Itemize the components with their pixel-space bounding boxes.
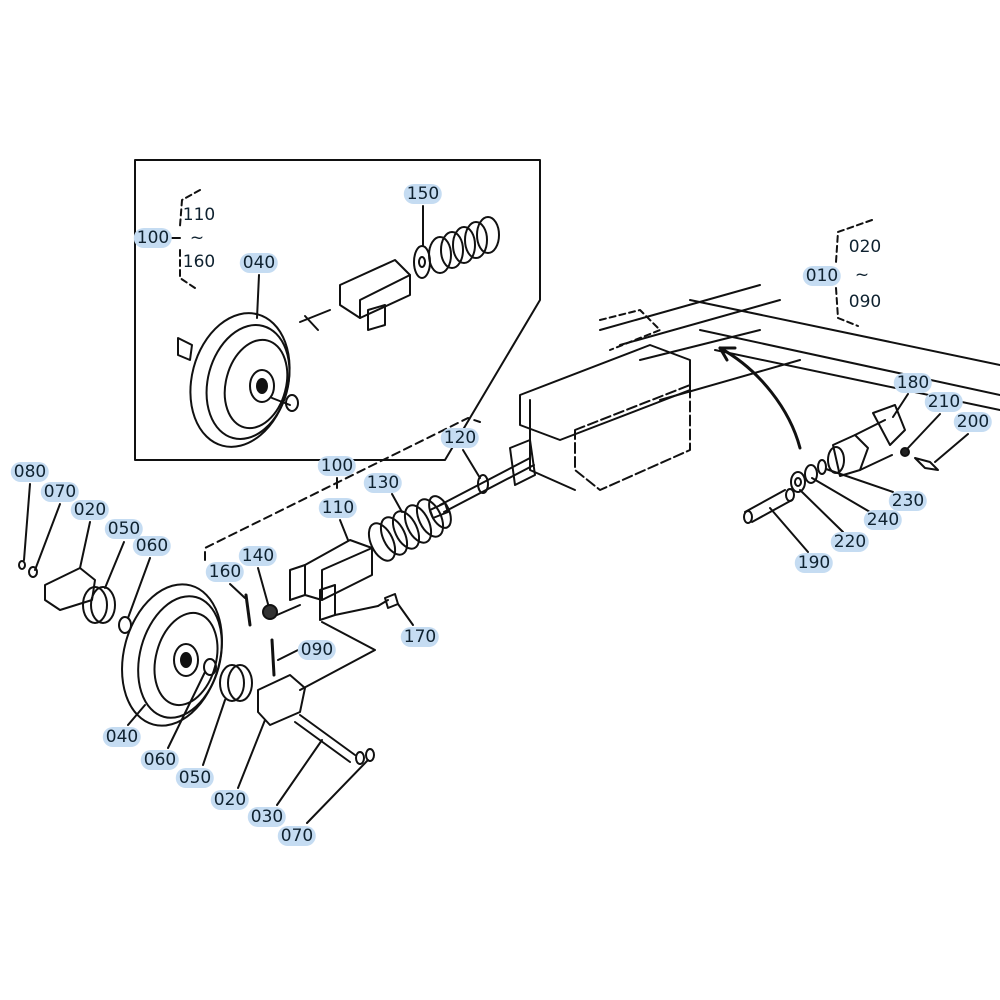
inset-range-tilde: ~ (189, 228, 205, 248)
callout-180[interactable]: 180 (893, 373, 933, 393)
inset-range-start: 110 (182, 205, 216, 225)
idler-wheel (121, 583, 223, 727)
ring-230 (817, 459, 827, 475)
inset-axle-stub (177, 337, 193, 361)
pin-160 (244, 593, 252, 627)
right-range-end: 090 (848, 292, 882, 312)
callout-200[interactable]: 200 (953, 412, 993, 432)
callout-190[interactable]: 190 (794, 553, 834, 573)
callout-090[interactable]: 090 (297, 640, 337, 660)
callout-100[interactable]: 100 (317, 456, 357, 476)
right-bracket-set (203, 658, 375, 765)
callout-070-bottom[interactable]: 070 (277, 826, 317, 846)
callout-040[interactable]: 040 (102, 727, 142, 747)
callout-220[interactable]: 220 (830, 532, 870, 552)
pivot-pin-190 (743, 488, 795, 524)
callout-240[interactable]: 240 (863, 510, 903, 530)
seal-240 (804, 464, 818, 484)
right-range-start: 020 (848, 237, 882, 257)
callout-020-bottom[interactable]: 020 (210, 790, 250, 810)
fitting-210 (900, 447, 910, 457)
assembly-arrow (718, 346, 802, 450)
adjuster-rod (429, 439, 536, 519)
callout-040-inset[interactable]: 040 (239, 253, 279, 273)
callout-150[interactable]: 150 (403, 184, 443, 204)
callout-170[interactable]: 170 (400, 627, 440, 647)
callout-230[interactable]: 230 (888, 491, 928, 511)
callout-120[interactable]: 120 (440, 428, 480, 448)
left-bracket-set (18, 560, 132, 634)
callout-030[interactable]: 030 (247, 807, 287, 827)
recoil-spring (367, 495, 452, 562)
callout-110[interactable]: 110 (318, 498, 358, 518)
right-range-bracket (835, 219, 873, 327)
callout-050-left[interactable]: 050 (104, 519, 144, 539)
nut-140 (262, 604, 278, 620)
callout-010[interactable]: 010 (802, 266, 842, 286)
inset-frame (134, 159, 541, 461)
tension-yoke (289, 539, 373, 621)
callout-140[interactable]: 140 (238, 546, 278, 566)
inset-yoke (299, 259, 411, 331)
track-frame (519, 284, 1000, 491)
callout-080[interactable]: 080 (10, 462, 50, 482)
washer-220 (790, 471, 806, 493)
grease-nipple-200 (914, 457, 939, 471)
callout-050-bottom[interactable]: 050 (175, 768, 215, 788)
callout-060-left[interactable]: 060 (132, 536, 172, 556)
callout-160[interactable]: 160 (205, 562, 245, 582)
inset-range-bracket (179, 189, 201, 289)
callout-130[interactable]: 130 (363, 473, 403, 493)
callout-020-left[interactable]: 020 (70, 500, 110, 520)
right-range-tilde: ~ (854, 265, 870, 285)
inset-spring (413, 216, 500, 279)
inset-idler-wheel (189, 312, 299, 448)
callout-070-left[interactable]: 070 (40, 482, 80, 502)
callout-100-inset[interactable]: 100 (133, 228, 173, 248)
callout-060-bottom[interactable]: 060 (140, 750, 180, 770)
callout-210[interactable]: 210 (924, 392, 964, 412)
bolt-170 (377, 593, 399, 609)
inset-range-end: 160 (182, 252, 216, 272)
pin-090 (270, 638, 276, 677)
